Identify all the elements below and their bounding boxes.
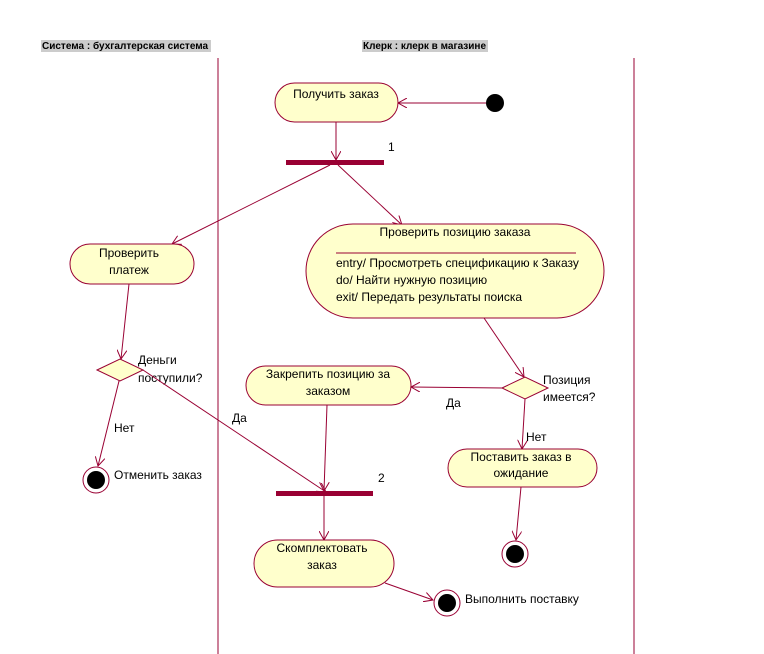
decision-money-received bbox=[95, 358, 145, 382]
edge-item-decision bbox=[483, 317, 524, 377]
join-bar bbox=[276, 491, 373, 496]
edge-item-no bbox=[522, 398, 525, 449]
final-deliver-label: Выполнить поставку bbox=[465, 592, 579, 606]
guard-item-yes: Да bbox=[446, 396, 461, 410]
activity-check-item-exit: exit/ Передать результаты поиска bbox=[336, 290, 522, 304]
guard-money-yes: Да bbox=[232, 411, 247, 425]
activity-assemble-line1: Скомплектовать bbox=[277, 541, 368, 555]
activity-assemble[interactable] bbox=[253, 539, 395, 588]
edge-assemble-final bbox=[384, 582, 433, 600]
activity-assemble-line2: заказ bbox=[307, 558, 337, 572]
activity-backorder-line1: Поставить заказ в bbox=[471, 450, 572, 464]
fork-bar bbox=[286, 160, 384, 165]
final-state-deliver-dot bbox=[438, 594, 456, 612]
final-state-backorder-dot bbox=[506, 545, 524, 563]
decision-item-line2: имеется? bbox=[543, 390, 596, 404]
final-cancel-label: Отменить заказ bbox=[114, 468, 202, 482]
decision-item-line1: Позиция bbox=[543, 373, 590, 387]
activity-reserve-line2: заказом bbox=[306, 384, 351, 398]
activity-backorder[interactable] bbox=[447, 448, 598, 488]
decision-money-line1: Деньги bbox=[138, 353, 177, 367]
activity-reserve-line1: Закрепить позицию за bbox=[266, 367, 390, 381]
decision-money-line2: поступили? bbox=[138, 371, 203, 385]
lane-header-clerk-bg bbox=[362, 40, 488, 52]
guard-item-no: Нет bbox=[526, 430, 547, 444]
activity-check-item-entry: entry/ Просмотреть спецификацию к Заказу bbox=[336, 256, 579, 270]
edge-item-yes bbox=[411, 387, 503, 388]
edge-fork-check-item bbox=[337, 164, 402, 225]
edge-backorder-final bbox=[516, 486, 521, 540]
edge-fork-check-payment bbox=[172, 164, 331, 244]
activity-check-payment-line2: платеж bbox=[109, 263, 149, 277]
activity-check-payment[interactable] bbox=[69, 243, 195, 285]
activity-receive-order-label: Получить заказ bbox=[293, 87, 379, 101]
lane-header-accounting-bg bbox=[41, 40, 211, 52]
edge-reserve-join bbox=[324, 404, 327, 491]
guard-money-no: Нет bbox=[114, 421, 135, 435]
decision-item-available bbox=[500, 376, 550, 400]
activity-check-item[interactable] bbox=[305, 223, 605, 319]
activity-check-item-do: do/ Найти нужную позицию bbox=[336, 273, 487, 287]
edge-payment-decision bbox=[121, 283, 130, 359]
lane-header-clerk: Клерк : клерк в магазине bbox=[363, 41, 486, 52]
activity-backorder-line2: ожидание bbox=[494, 466, 549, 480]
final-state-cancel-dot bbox=[87, 471, 105, 489]
lane-header-accounting: Система : бухгалтерская система bbox=[42, 40, 209, 52]
activity-reserve-item[interactable] bbox=[245, 365, 412, 406]
fork-bar-label: 1 bbox=[388, 140, 395, 154]
activity-check-item-name: Проверить позицию заказа bbox=[380, 225, 531, 239]
edge-money-no bbox=[98, 380, 120, 466]
initial-state bbox=[486, 94, 504, 112]
activity-check-payment-line1: Проверить bbox=[99, 246, 159, 260]
join-bar-label: 2 bbox=[378, 471, 385, 485]
edge-money-yes bbox=[142, 369, 326, 492]
